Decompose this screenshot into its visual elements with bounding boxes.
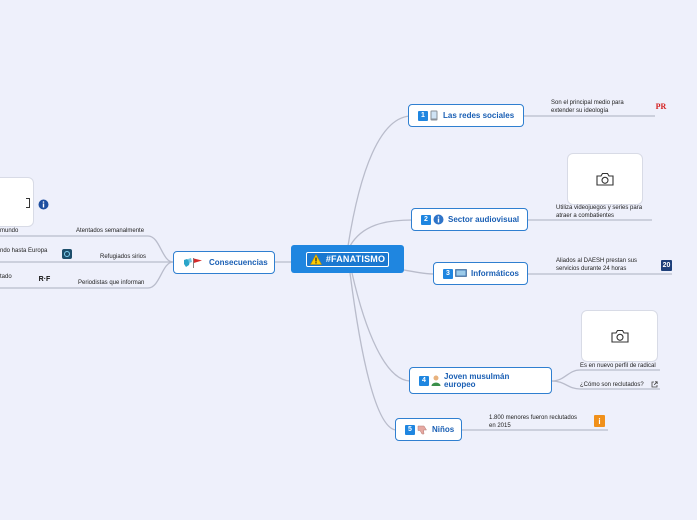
leaf-informaticos-text: Aliados al DAESH prestan sus servicios d… [556, 258, 638, 272]
branch-number-badge: 2 [421, 214, 431, 225]
link-root-joven [351, 272, 411, 382]
news-logo-ring [64, 251, 70, 257]
leaf-ninos-text: 1.800 menores fueron reclutados en 2015 [489, 415, 578, 429]
camera-icon [596, 172, 614, 186]
camera-icon [26, 198, 30, 208]
pr-logo-text: PR [655, 101, 667, 111]
branch-number-badge: 4 [419, 375, 429, 386]
photo-placeholder-partial[interactable] [0, 177, 34, 227]
link-root-redes [347, 115, 411, 247]
link-root-audiovisual [349, 219, 413, 247]
branch-label: Informáticos [471, 269, 520, 278]
leaf-cons-2-text: Refugiados sirios [100, 254, 147, 260]
photo-placeholder-joven[interactable] [581, 310, 658, 362]
link-joven-leaf1 [551, 369, 660, 382]
circle-logo-icon [38, 199, 49, 210]
leaf-cons-2-sub-line: ndo hasta Europa [0, 248, 48, 254]
branch-number-badge: 5 [405, 424, 415, 435]
branch-informaticos[interactable]: 3 Informáticos [433, 262, 528, 285]
leaf-cons-3-text: Periodistas que informan [78, 280, 145, 286]
branch-number-badge: 3 [443, 268, 453, 279]
link-root-ninos [349, 272, 397, 431]
root-node-inner: #FANATISMO [305, 251, 390, 267]
leaf-joven-text-2[interactable]: ¿Cómo son reclutados? [580, 382, 644, 388]
branch-number-badge: 1 [418, 110, 428, 121]
info-icon [433, 214, 444, 225]
branch-label: Las redes sociales [443, 111, 515, 120]
warning-icon [309, 253, 322, 265]
link-joven-leaf2 [551, 380, 660, 390]
monitor-icon [455, 269, 467, 277]
branch-label: Sector audiovisual [448, 215, 520, 224]
branch-joven-musulman[interactable]: 4 Joven musulmán europeo [409, 367, 552, 394]
leaf-audiovisual-text: Utiliza videojuegos y series para atraer… [556, 205, 643, 219]
branch-sector-audiovisual[interactable]: 2 Sector audiovisual [411, 208, 528, 231]
branch-consecuencias[interactable]: Consecuencias [173, 251, 275, 274]
phone-icon [430, 110, 438, 121]
20-minutos-logo-text: 20 [662, 262, 671, 269]
branch-redes-sociales[interactable]: 1 Las redes sociales [408, 104, 524, 127]
branch-ninos[interactable]: 5 Niños [395, 418, 462, 441]
root-node[interactable]: #FANATISMO [291, 245, 404, 273]
orange-info-icon-text: i [598, 416, 601, 426]
rf-logo-text: R·F [38, 276, 51, 283]
orange-info-icon: i [594, 415, 605, 427]
leaf-cons-2-sub: ndo hasta Europa​ [0, 248, 52, 263]
thumbs-down-icon [417, 425, 427, 434]
branch-label: Consecuencias [209, 258, 268, 267]
leaf-cons-1-sub: mundo [0, 228, 19, 234]
external-link-icon[interactable] [651, 381, 658, 388]
leaf-joven-text-1: Es en nuevo perfil de radical [580, 363, 656, 369]
pr-logo-icon: PR [654, 101, 668, 111]
root-label: #FANATISMO [325, 254, 386, 264]
photo-placeholder-audiovisual[interactable] [567, 153, 643, 205]
link-cons-leaf1 [0, 235, 174, 263]
link-root-informaticos [403, 269, 435, 275]
map-flag-icon [184, 257, 202, 268]
rf-logo-icon: R·F [38, 275, 51, 284]
camera-icon [610, 329, 629, 343]
person-icon [431, 375, 441, 386]
leaf-redes-text: Son el principal medio para extender su … [551, 100, 624, 114]
branch-label: Niños [432, 425, 455, 434]
leaf-cons-3-sub: tado [0, 274, 12, 280]
leaf-cons-1-text: Atentados semanalmente [76, 228, 145, 234]
link-cons-leaf3 [0, 261, 174, 289]
20-minutos-logo-icon: 20 [661, 260, 672, 271]
branch-label: Joven musulmán europeo [444, 371, 510, 389]
news-logo-icon [62, 249, 72, 259]
